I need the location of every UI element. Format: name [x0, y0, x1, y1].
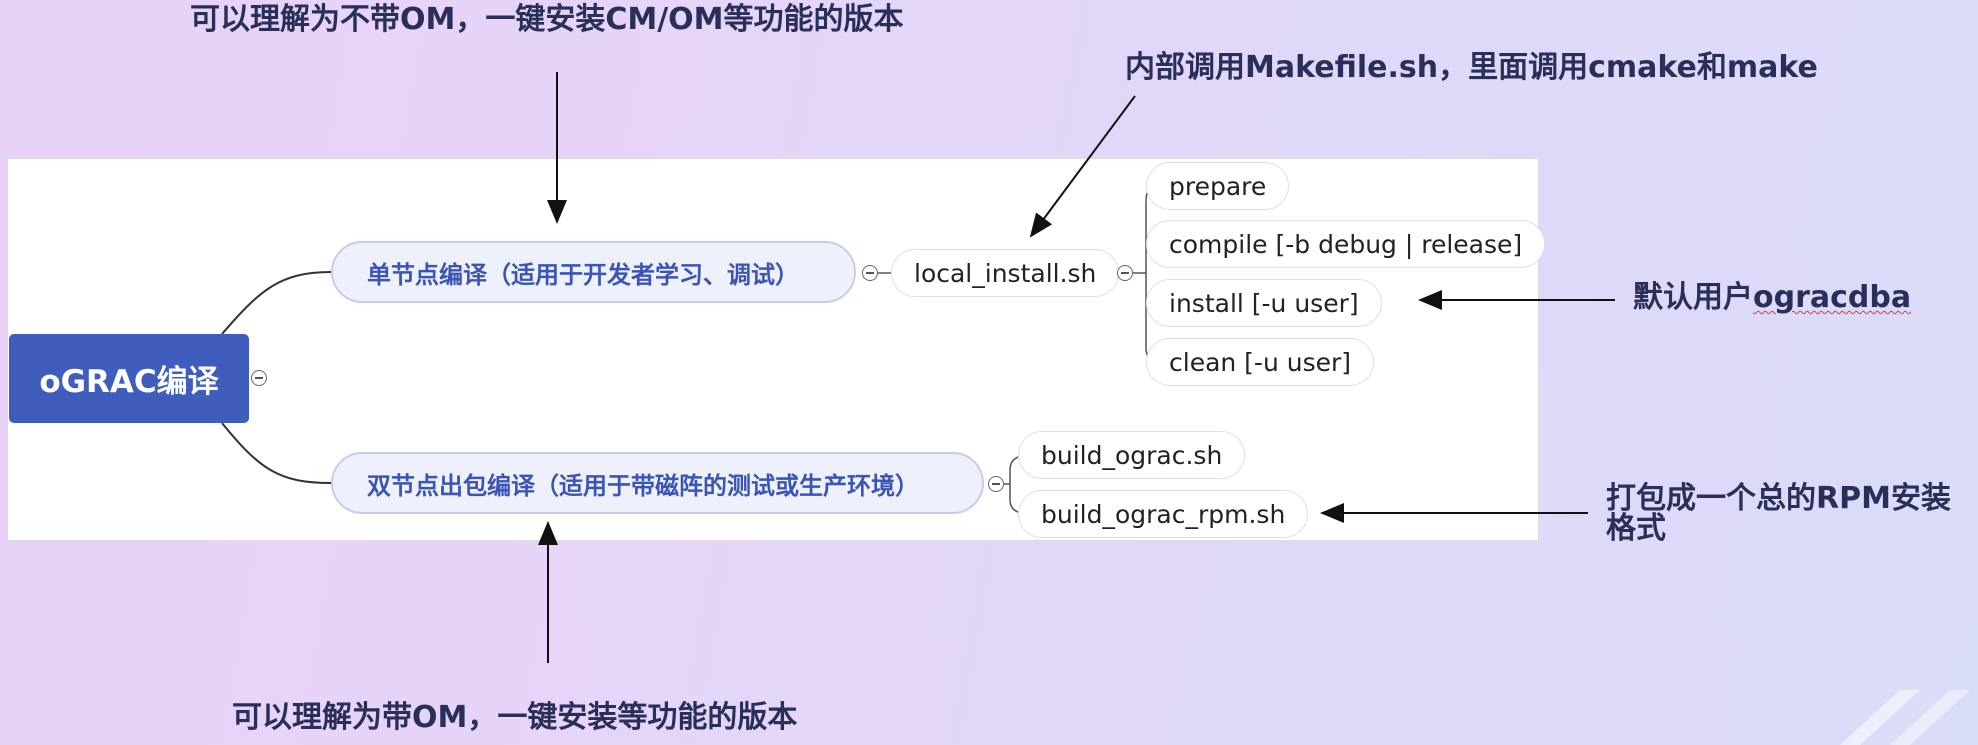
collapse-icon[interactable] — [988, 476, 1004, 492]
node-build-ograc-rpm[interactable]: build_ograc_rpm.sh — [1018, 490, 1309, 538]
annotation-default-user: 默认用户ogracdba — [1633, 281, 1911, 315]
annotation-makefile: 内部调用Makefile.sh，里面调用cmake和make — [1125, 50, 1818, 85]
option-compile[interactable]: compile [-b debug | release] — [1146, 220, 1546, 268]
collapse-icon[interactable] — [862, 265, 878, 281]
collapse-icon[interactable] — [251, 370, 267, 386]
corner-logo-mark — [1840, 690, 1970, 745]
branch-dual-node-package-build[interactable]: 双节点出包编译（适用于带磁阵的测试或生产环境） — [331, 452, 984, 514]
node-local-install[interactable]: local_install.sh — [891, 249, 1120, 297]
annotation-no-om-version: 可以理解为不带OM，一键安装CM/OM等功能的版本 — [190, 2, 904, 37]
option-clean[interactable]: clean [-u user] — [1146, 338, 1375, 386]
annotation-rpm-line2: 格式 — [1606, 511, 1666, 546]
annotation-rpm-line1: 打包成一个总的RPM安装 — [1606, 481, 1951, 516]
node-build-ograc[interactable]: build_ograc.sh — [1018, 431, 1246, 479]
annotation-rpm-package: 打包成一个总的RPM安装格式 — [1606, 484, 1951, 544]
collapse-icon[interactable] — [1117, 265, 1133, 281]
annotation-default-user-name: ogracdba — [1753, 280, 1912, 315]
option-install[interactable]: install [-u user] — [1146, 279, 1382, 327]
option-prepare[interactable]: prepare — [1146, 162, 1290, 210]
annotation-with-om-version: 可以理解为带OM，一键安装等功能的版本 — [232, 700, 798, 735]
mindmap-root-node[interactable]: oGRAC编译 — [9, 334, 249, 423]
annotation-default-user-prefix: 默认用户 — [1633, 280, 1753, 315]
branch-single-node-build[interactable]: 单节点编译（适用于开发者学习、调试） — [331, 241, 856, 303]
